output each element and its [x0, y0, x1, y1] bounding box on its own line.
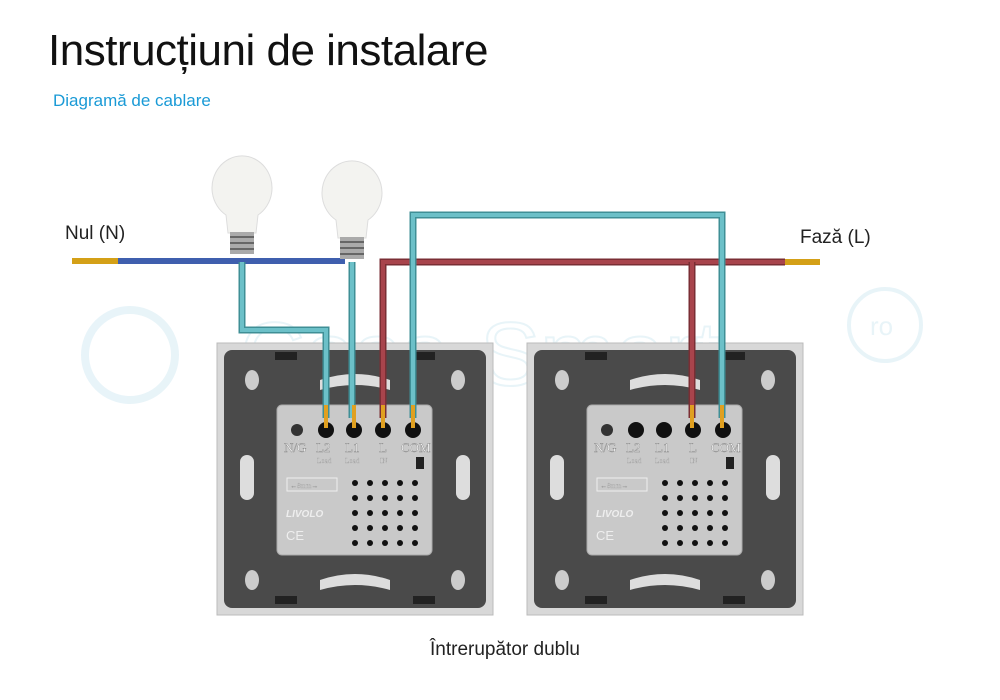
terminal-label-com: COM	[401, 440, 431, 455]
phase-wire	[379, 258, 820, 418]
phase-label: Fază (L)	[800, 227, 871, 248]
vent-hole	[397, 525, 403, 531]
vent-hole	[707, 525, 713, 531]
vent-hole	[722, 525, 728, 531]
terminal-holes	[318, 422, 421, 438]
vent-hole	[382, 525, 388, 531]
terminal-label-l1: L1	[345, 440, 359, 455]
load-label: Load	[345, 457, 360, 465]
light-bulb-icon	[321, 160, 383, 259]
ce-mark: CE	[596, 528, 614, 543]
caption: Întrerupător dublu	[429, 638, 580, 660]
vent-hole	[382, 540, 388, 546]
vent-grid	[662, 480, 728, 546]
terminal-label-com: COM	[711, 440, 741, 455]
vent-hole	[397, 510, 403, 516]
vent-hole	[677, 495, 683, 501]
vent-hole	[382, 480, 388, 486]
vent-hole	[397, 495, 403, 501]
vent-hole	[722, 510, 728, 516]
switch-plate-2: N/G L2 L1 L COM Load Load IN ←8mm→ LIVOL…	[526, 342, 804, 616]
terminal-label-ng: N/G	[284, 440, 306, 455]
vent-hole	[692, 540, 698, 546]
vent-hole	[352, 510, 358, 516]
vent-hole	[692, 510, 698, 516]
vent-hole	[412, 540, 418, 546]
vent-hole	[677, 540, 683, 546]
vent-hole	[722, 480, 728, 486]
vent-hole	[677, 510, 683, 516]
switch-module: N/G L2 L1 L COM Load Load IN ←8mm→ LIVOL…	[276, 404, 433, 556]
terminal-label-l: L	[379, 440, 387, 455]
vent-hole	[382, 510, 388, 516]
ce-mark: CE	[286, 528, 304, 543]
vent-hole	[367, 480, 373, 486]
terminal-label-ng: N/G	[594, 440, 616, 455]
vent-hole	[367, 540, 373, 546]
vent-hole	[662, 495, 668, 501]
in-label: IN	[690, 457, 697, 465]
vent-hole	[367, 495, 373, 501]
vent-hole	[352, 495, 358, 501]
terminal-label-l: L	[689, 440, 697, 455]
vent-hole	[662, 525, 668, 531]
load-label: Load	[317, 457, 332, 465]
vent-hole	[707, 480, 713, 486]
vent-hole	[412, 495, 418, 501]
switch-module: N/G L2 L1 L COM Load Load IN ←8mm→ LIVOL…	[586, 404, 743, 556]
vent-hole	[662, 540, 668, 546]
brand-label: LIVOLO	[596, 509, 633, 520]
vent-hole	[707, 540, 713, 546]
neutral-label: Nul (N)	[65, 223, 125, 244]
vent-hole	[397, 480, 403, 486]
vent-grid	[352, 480, 418, 546]
page-subtitle: Diagramă de cablare	[53, 91, 211, 110]
vent-hole	[397, 540, 403, 546]
vent-hole	[677, 525, 683, 531]
vent-hole	[677, 480, 683, 486]
vent-hole	[692, 495, 698, 501]
vent-hole	[412, 510, 418, 516]
terminal-holes	[628, 422, 731, 438]
vent-hole	[412, 480, 418, 486]
gap-label: ←8mm→	[600, 482, 628, 490]
vent-hole	[662, 510, 668, 516]
vent-hole	[352, 480, 358, 486]
vent-hole	[722, 540, 728, 546]
vent-hole	[352, 525, 358, 531]
vent-hole	[412, 525, 418, 531]
load-label: Load	[655, 457, 670, 465]
page-title: Instrucțiuni de instalare	[48, 26, 488, 75]
vent-hole	[367, 525, 373, 531]
watermark-mark: ro	[870, 311, 893, 341]
terminal-label-l2: L2	[316, 440, 330, 455]
light-bulb-icon	[211, 155, 273, 254]
vent-hole	[722, 495, 728, 501]
vent-hole	[367, 510, 373, 516]
vent-hole	[662, 480, 668, 486]
brand-label: LIVOLO	[286, 509, 323, 520]
vent-hole	[707, 495, 713, 501]
gap-label: ←8mm→	[290, 482, 318, 490]
vent-hole	[707, 510, 713, 516]
wires	[72, 211, 820, 428]
vent-hole	[692, 525, 698, 531]
vent-hole	[692, 480, 698, 486]
vent-hole	[352, 540, 358, 546]
terminal-label-l2: L2	[626, 440, 640, 455]
load-label: Load	[627, 457, 642, 465]
in-label: IN	[380, 457, 387, 465]
terminal-label-l1: L1	[655, 440, 669, 455]
vent-hole	[382, 495, 388, 501]
